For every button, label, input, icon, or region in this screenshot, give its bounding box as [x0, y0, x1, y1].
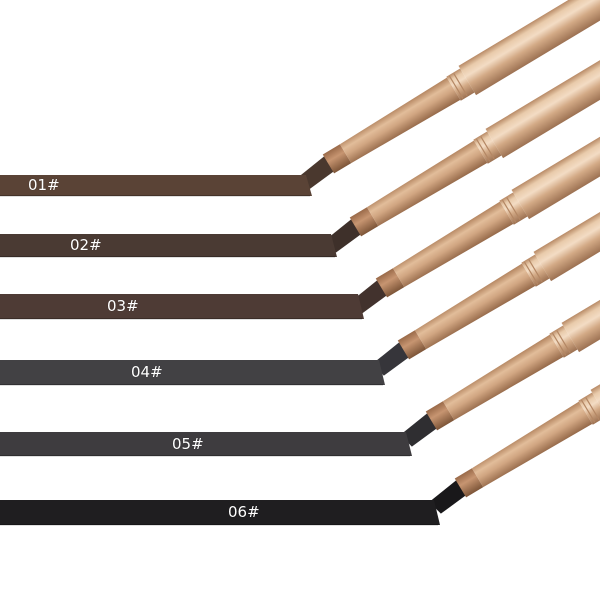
shade-swatch-stripe	[0, 360, 385, 385]
shade-label: 02#	[70, 236, 102, 254]
eyebrow-pencil	[429, 183, 600, 514]
shade-label: 05#	[172, 434, 204, 453]
eyebrow-pencil	[324, 0, 600, 253]
shade-swatch-stripe	[0, 294, 364, 319]
shade-swatch-stripe	[0, 234, 337, 257]
shade-label: 01#	[28, 176, 60, 194]
shade-label: 06#	[228, 503, 260, 521]
shade-label: 03#	[107, 297, 139, 315]
shade-swatch-stripe	[0, 500, 440, 525]
shade-swatch-stripe	[0, 432, 412, 456]
eyebrow-pencil	[400, 116, 600, 447]
shade-swatch-stripe	[0, 175, 312, 196]
shade-label: 04#	[131, 363, 163, 381]
eyebrow-pencil	[372, 45, 600, 376]
